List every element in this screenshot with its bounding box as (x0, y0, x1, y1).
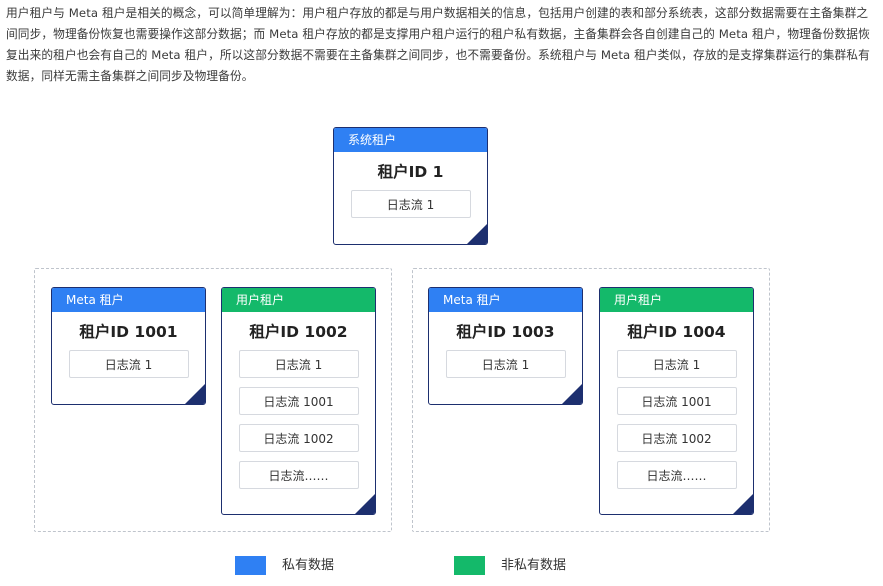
log-stream-box: 日志流…… (238, 461, 359, 489)
tenant-id-title: 租户ID 1001 (79, 323, 178, 341)
legend-label-public: 非私有数据 (501, 558, 567, 573)
tenant-id-title: 租户ID 1004 (627, 323, 726, 341)
tenant-type-header: Meta 租户 (52, 288, 205, 312)
tenant-card-user-1004: 用户租户 租户ID 1004 日志流 1 日志流 1001 日志流 1002 日… (599, 287, 754, 515)
log-stream-box: 日志流 1001 (238, 387, 359, 415)
intro-paragraph: 用户租户与 Meta 租户是相关的概念，可以简单理解为：用户租户存放的都是与用户… (6, 6, 870, 83)
page-fold-corner (185, 384, 205, 404)
log-stream-box: 日志流 1 (238, 350, 359, 378)
cluster-group-left (34, 268, 392, 532)
legend-swatch-public (454, 556, 485, 575)
tenant-id-title: 租户ID 1003 (456, 323, 555, 341)
log-stream-box: 日志流 1001 (616, 387, 737, 415)
tenant-type-header: 用户租户 (600, 288, 753, 312)
legend-label-private: 私有数据 (282, 558, 335, 573)
tenant-id-title: 租户ID 1 (377, 163, 444, 181)
tenant-id-title: 租户ID 1002 (249, 323, 348, 341)
tenant-type-header: 系统租户 (334, 128, 487, 152)
log-stream-box: 日志流 1 (445, 350, 566, 378)
tenant-card-user-1002: 用户租户 租户ID 1002 日志流 1 日志流 1001 日志流 1002 日… (221, 287, 376, 515)
page-fold-corner (467, 224, 487, 244)
tenant-type-header: Meta 租户 (429, 288, 582, 312)
legend-swatch-private (235, 556, 266, 575)
log-stream-box: 日志流 1 (68, 350, 189, 378)
log-stream-box: 日志流 1002 (616, 424, 737, 452)
log-stream-box: 日志流…… (616, 461, 737, 489)
tenant-type-header: 用户租户 (222, 288, 375, 312)
log-stream-box: 日志流 1002 (238, 424, 359, 452)
page-fold-corner (355, 494, 375, 514)
tenant-card-system: 系统租户 租户ID 1 日志流 1 (333, 127, 488, 245)
cluster-group-right (412, 268, 770, 532)
tenant-card-meta-1001: Meta 租户 租户ID 1001 日志流 1 (51, 287, 206, 405)
page-fold-corner (733, 494, 753, 514)
log-stream-box: 日志流 1 (350, 190, 471, 218)
page-fold-corner (562, 384, 582, 404)
tenant-card-meta-1003: Meta 租户 租户ID 1003 日志流 1 (428, 287, 583, 405)
log-stream-box: 日志流 1 (616, 350, 737, 378)
